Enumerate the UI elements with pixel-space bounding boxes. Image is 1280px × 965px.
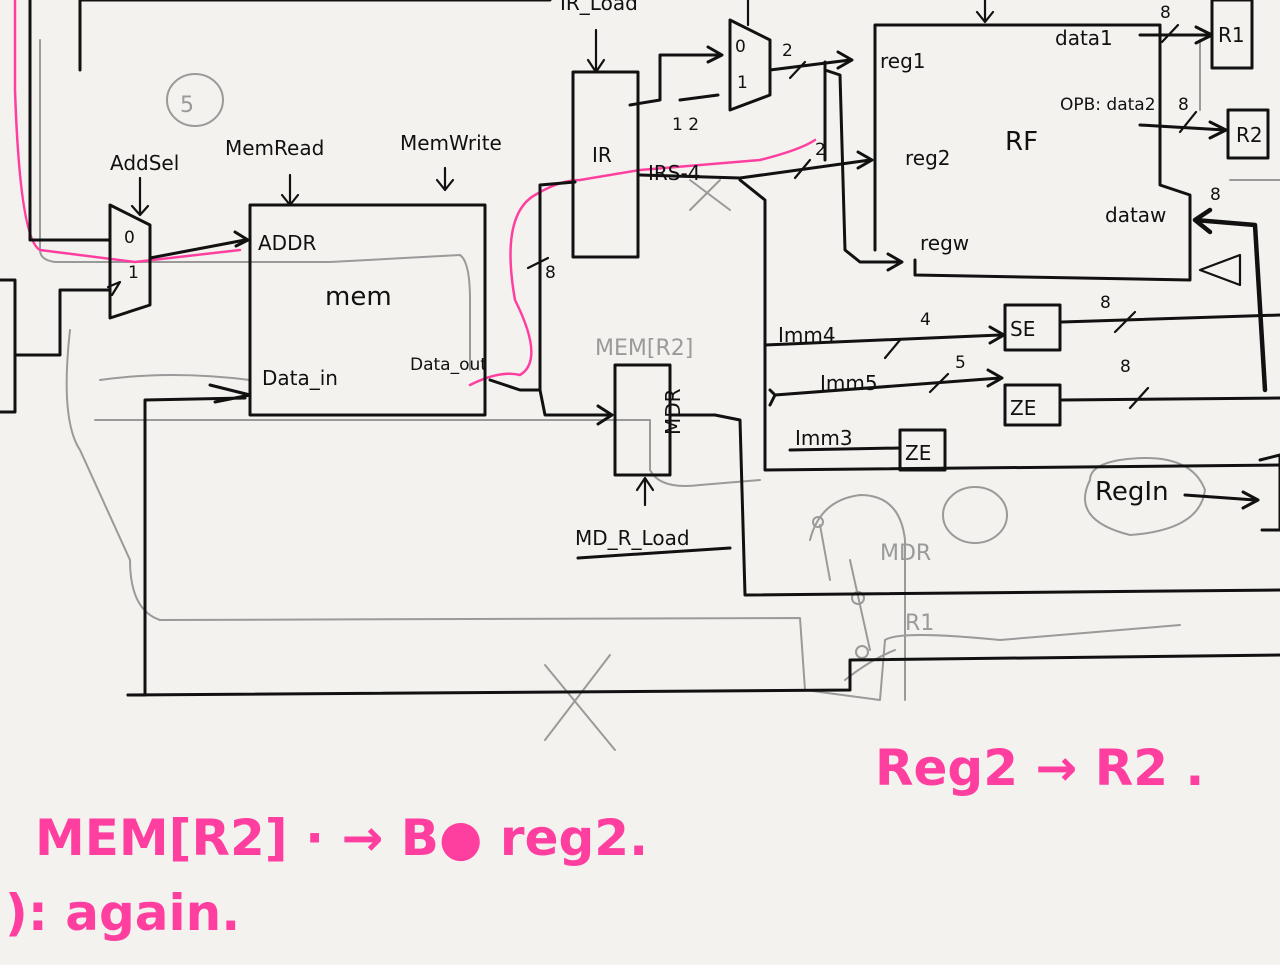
note-again: ): again. [5, 884, 240, 942]
select-mux-0-label: 0 [735, 37, 746, 57]
mem-write-label: MemWrite [400, 131, 502, 155]
regin-label: RegIn [1095, 477, 1169, 507]
mem-r2-pencil-label: MEM[R2] [595, 336, 693, 361]
imm3-label: Imm3 [795, 426, 853, 450]
ir-label: IR [592, 143, 612, 167]
r2-label: R2 [1236, 123, 1263, 147]
r1-register-outline [1210, 0, 1254, 70]
mem-read-label: MemRead [225, 136, 324, 160]
rf-label: RF [1005, 127, 1038, 157]
ir-load-label: IR_Load [560, 0, 638, 15]
bitwidth-2b-label: 2 [815, 140, 826, 160]
reg1-label: reg1 [880, 49, 926, 73]
data-in-label: Data_in [262, 366, 338, 390]
imm4-label: Imm4 [778, 323, 836, 347]
bitwidth-1-2-label: 1 2 [672, 115, 699, 135]
bitwidth-4-label: 4 [920, 310, 931, 330]
ir-register-outline [571, 70, 640, 259]
imm5-label: Imm5 [820, 371, 878, 395]
pink-datapath-highlight [13, 0, 817, 387]
opb-data2-label: OPB: data2 [1060, 95, 1156, 115]
bitwidth-8-mid-label: 8 [1178, 95, 1189, 115]
ze-small-box-outline [898, 428, 947, 472]
mdr-register-outline [613, 363, 672, 477]
mem-block-outline [248, 203, 487, 417]
add-sel-label: AddSel [110, 151, 179, 175]
r1-label: R1 [1218, 23, 1245, 47]
bitwidth-5-label: 5 [955, 353, 966, 373]
circuit-labels: AddSel MemRead MemWrite 0 1 ADDR mem Dat… [110, 0, 1263, 550]
opa-data1-label: data1 [1055, 26, 1113, 50]
pencil-mdr-label: MDR [880, 541, 931, 566]
dataw-label: dataw [1105, 203, 1166, 227]
bitwidth-8-dataw-label: 8 [1210, 185, 1221, 205]
bitwidth-8-left-label: 8 [545, 263, 556, 283]
irs4-label: IRS-4 [648, 161, 700, 185]
ink-wiring [0, 0, 1280, 697]
note-reg2-to-r2: Reg2 → R2 . [875, 739, 1204, 797]
ze-box-outline [1003, 383, 1062, 427]
ze-label: ZE [1010, 396, 1036, 420]
circled-five-label: 5 [180, 93, 194, 118]
ze-small-label: ZE [905, 441, 931, 465]
se-box-outline [1003, 303, 1062, 352]
mdr-label: MDR [661, 388, 685, 435]
r2-register-outline [1226, 108, 1270, 160]
md-r-load-label: MD_R_Load [575, 526, 690, 550]
bitwidth-8-ze-label: 8 [1120, 357, 1131, 377]
bitwidth-8-se-label: 8 [1100, 293, 1111, 313]
select-mux-1-label: 1 [737, 73, 748, 93]
note-mem-r2-to-reg2: MEM[R2] · → B● reg2. [35, 809, 648, 867]
reg2-label: reg2 [905, 146, 951, 170]
pink-notes: Reg2 → R2 . MEM[R2] · → B● reg2. ): agai… [5, 739, 1204, 942]
bitwidth-8-top-label: 8 [1160, 3, 1171, 23]
pencil-r1-label: R1 [905, 611, 934, 636]
mux-input-1-label: 1 [128, 263, 139, 283]
bitwidth-2a-label: 2 [782, 41, 793, 61]
data-out-label: Data_out [410, 355, 487, 375]
se-label: SE [1010, 317, 1035, 341]
mux-input-0-label: 0 [124, 228, 135, 248]
pencil-sketches [39, 39, 1280, 751]
mem-label: mem [325, 282, 392, 312]
addr-label: ADDR [258, 231, 316, 255]
regw-label: regw [920, 231, 969, 255]
